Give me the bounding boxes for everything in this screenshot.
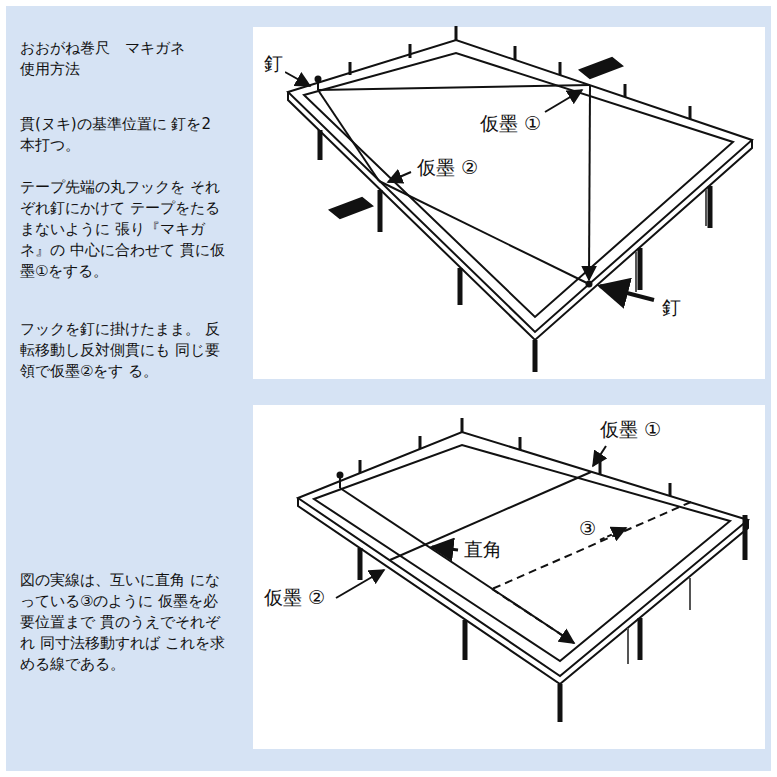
callout-number: ③ <box>577 517 598 540</box>
angle-label: 直角 <box>462 538 504 561</box>
instruction-text: 貫(ヌキ)の基準位置に 釘を2本打つ。 <box>20 114 225 156</box>
instruction-text: フックを釘に掛けたまま。 反転移動し反対側貫にも 同じ要領で仮墨②をす る。 <box>20 319 225 382</box>
figure-panel <box>253 405 765 749</box>
instruction-text: テープ先端の丸フックを それぞれ釘にかけて テープをたるまないように 張り『マキ… <box>20 177 225 282</box>
nail-label: 釘 <box>660 296 683 319</box>
mark-label: 仮墨 ② <box>262 586 327 609</box>
mark-label: 仮墨 ① <box>478 112 543 135</box>
page-title: おおがね巻尺 マキガネ 使用方法 <box>20 38 200 80</box>
blue-ground <box>6 6 771 771</box>
instruction-text: 図の実線は、互いに直角 になっている③のように 仮墨を必要位置まで 貫のうえでそ… <box>20 570 225 675</box>
frame-drawing <box>298 418 748 722</box>
figure-panel <box>253 27 765 379</box>
mark-label: 仮墨 ① <box>598 418 663 441</box>
mark-label: 仮墨 ② <box>415 156 480 179</box>
nail-label: 釘 <box>262 52 285 75</box>
frame-drawing <box>285 26 752 372</box>
